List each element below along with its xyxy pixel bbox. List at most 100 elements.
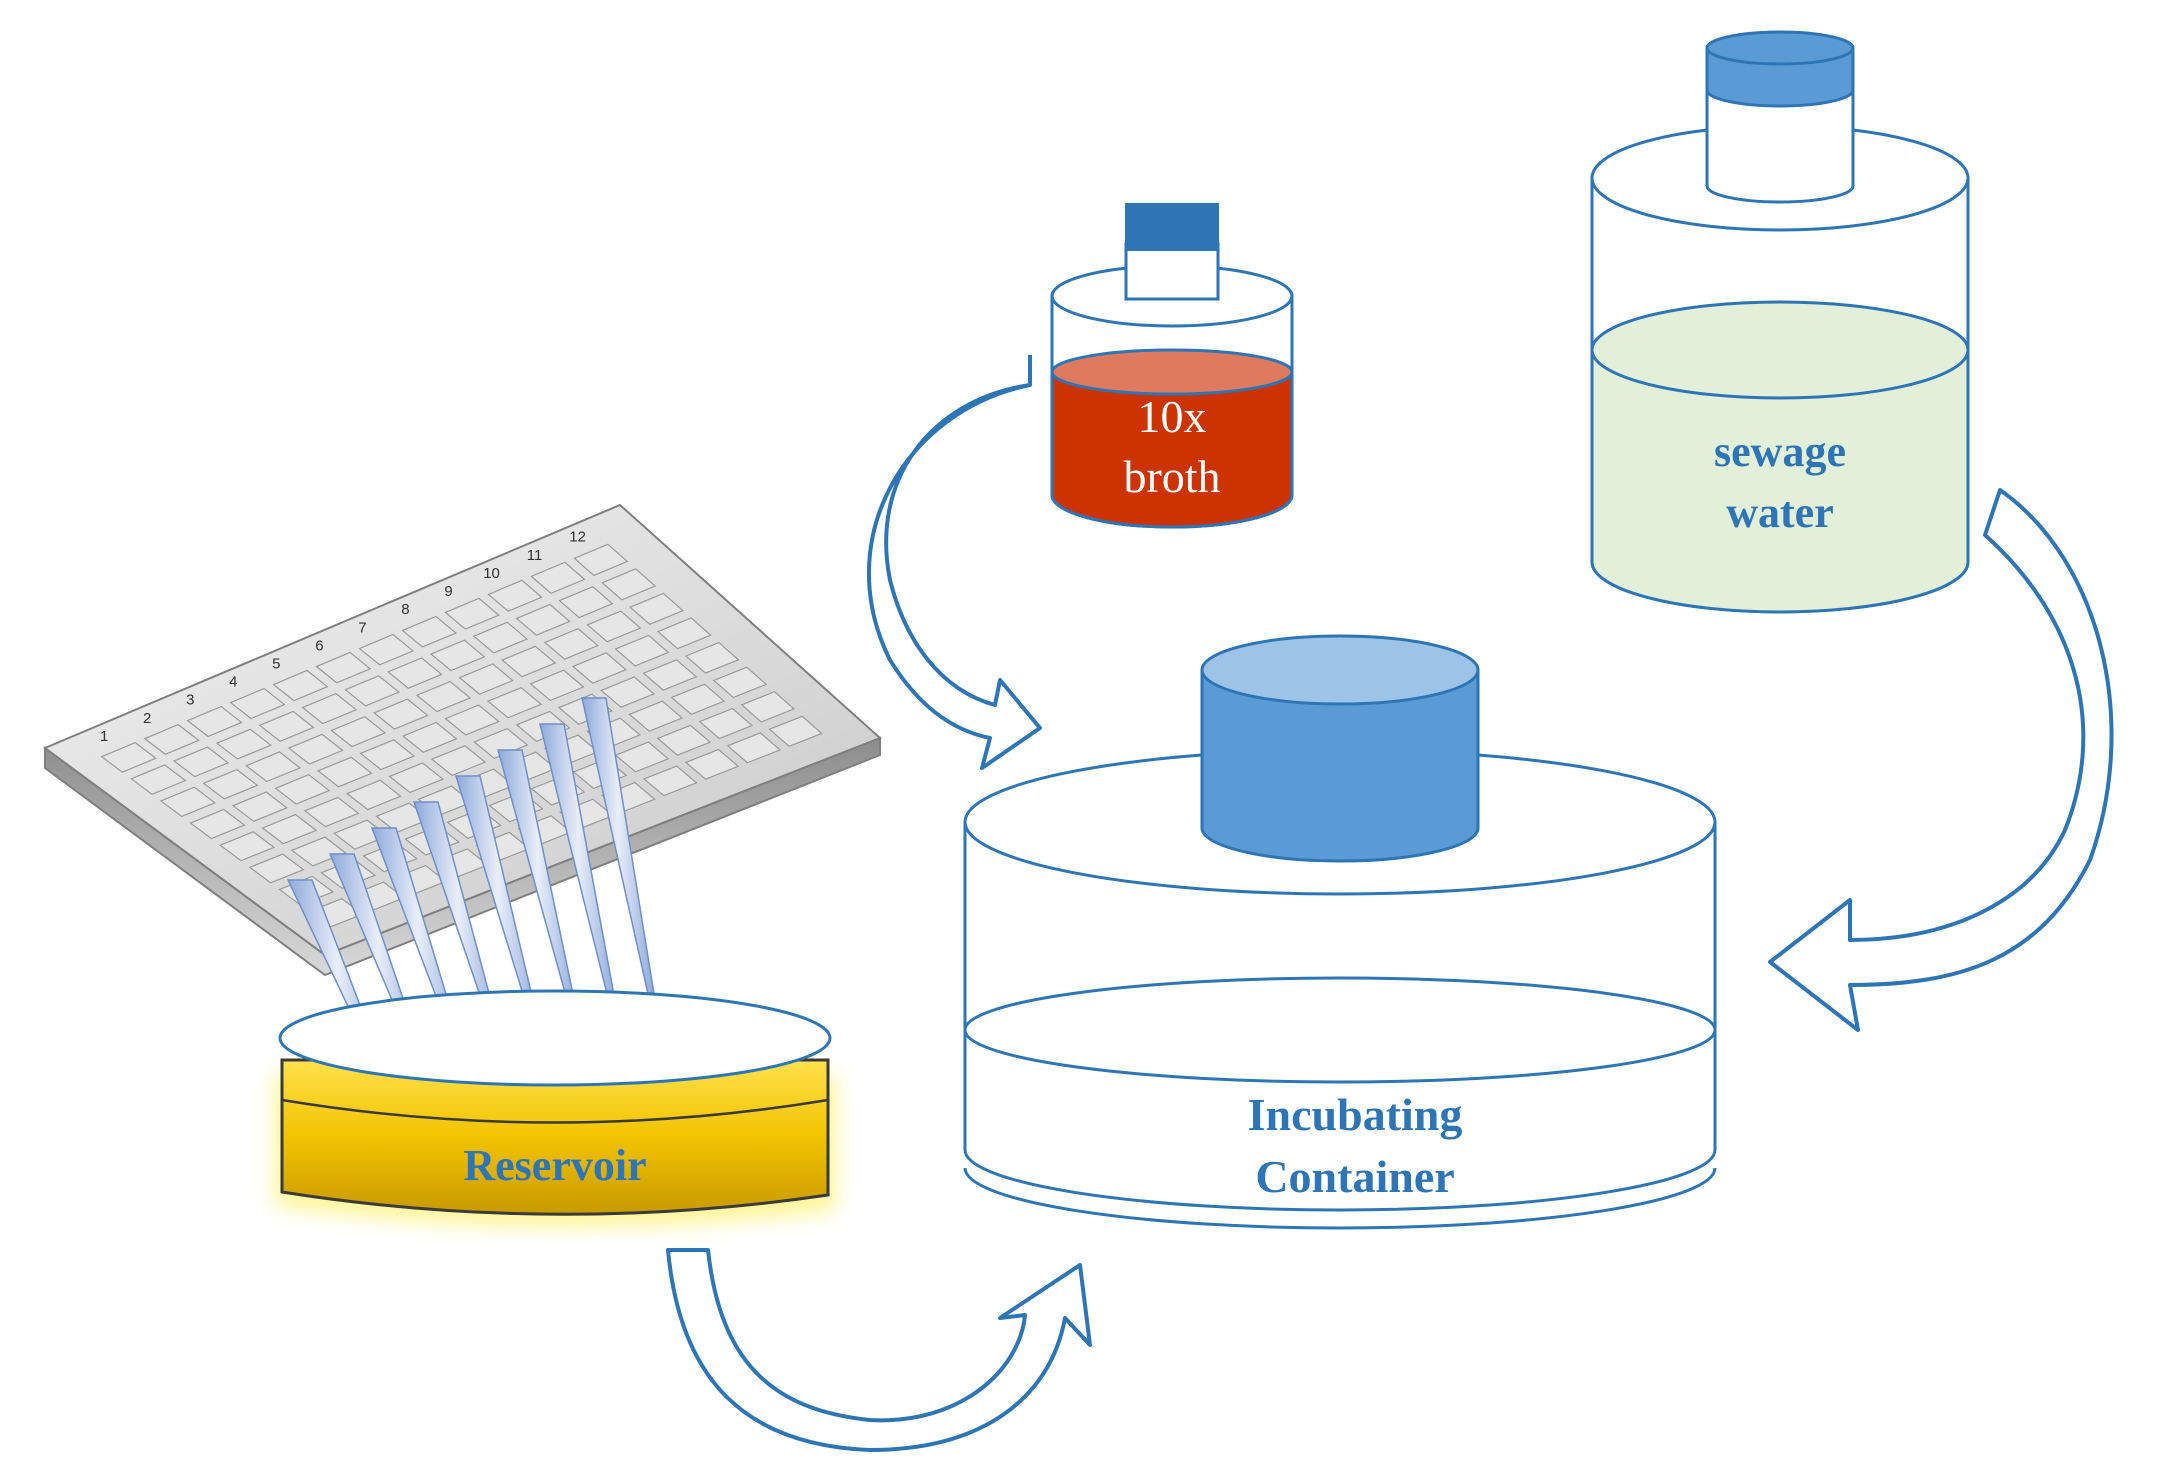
microplate-well xyxy=(529,669,585,702)
incubating-cap-body xyxy=(1200,668,1480,863)
microplate-well xyxy=(614,741,670,773)
microplate-well xyxy=(642,765,698,797)
microplate-well xyxy=(315,651,372,684)
microplate-well xyxy=(571,652,627,684)
incubating-container-body xyxy=(963,822,1717,1212)
broth-bottle-cap xyxy=(1125,203,1219,251)
sewage-bottle-cap-top xyxy=(1705,30,1855,66)
arrow-sewage-to-container xyxy=(1768,488,2114,1032)
microplate-column-label: 6 xyxy=(315,637,323,654)
incubating-cap-top xyxy=(1200,634,1480,706)
microplate-well xyxy=(229,687,286,720)
microplate-well xyxy=(316,756,373,788)
broth-bottle: 10x broth xyxy=(1050,203,1294,529)
microplate-well xyxy=(472,621,529,654)
microplate-well xyxy=(301,692,358,725)
broth-liquid xyxy=(1050,370,1294,529)
microplate-well xyxy=(344,675,401,707)
microplate-well xyxy=(430,745,487,777)
microplate-well xyxy=(768,715,823,748)
arrow-broth-to-container xyxy=(866,355,1042,770)
microplate-well xyxy=(189,808,246,840)
microplate-well xyxy=(261,813,318,845)
microplate-well xyxy=(387,657,443,689)
microplate-well xyxy=(515,603,571,636)
microplate-well xyxy=(656,617,712,650)
microplate-well xyxy=(698,707,754,740)
microplate-well xyxy=(258,710,315,742)
microplate-well xyxy=(429,639,486,672)
microplate-well xyxy=(487,579,543,612)
microplate-column-label: 3 xyxy=(186,692,194,709)
microplate-column-label: 11 xyxy=(527,547,543,564)
incubating-liquid-surface xyxy=(963,976,1717,1084)
sewage-liquid-surface xyxy=(1590,300,1970,400)
microplate-well xyxy=(172,746,230,778)
arrow-reservoir-to-container xyxy=(666,1248,1092,1452)
microplate-well xyxy=(601,568,657,601)
incubating-label-line1: Incubating xyxy=(1248,1089,1463,1140)
microplate-well xyxy=(186,705,243,738)
microplate-column-label: 4 xyxy=(229,674,237,691)
incubating-container: Incubating Container xyxy=(963,634,1717,1230)
microplate-well xyxy=(586,610,642,643)
reservoir-rim xyxy=(278,989,832,1087)
microplate-well xyxy=(501,645,557,678)
microplate-well xyxy=(202,768,259,800)
microplate-well xyxy=(558,585,614,619)
microplate-column-label: 5 xyxy=(272,655,280,672)
microplate-well xyxy=(303,796,360,828)
microplate-well xyxy=(444,704,500,736)
sewage-liquid xyxy=(1590,348,1970,614)
microplate-well xyxy=(330,716,387,748)
microplate-well xyxy=(740,691,796,723)
microplate-well xyxy=(401,615,458,648)
microplate-well xyxy=(346,779,402,811)
microplate-well xyxy=(543,627,599,660)
microplate-well xyxy=(628,700,684,732)
microplate-well xyxy=(642,659,698,691)
microplate-well xyxy=(215,728,272,760)
broth-bottle-neck xyxy=(1124,242,1220,301)
microplate-well xyxy=(388,762,444,794)
microplate-well xyxy=(272,669,329,702)
microplate-well xyxy=(530,561,586,595)
microplate-well xyxy=(290,836,347,867)
microplate-column-label: 8 xyxy=(401,601,409,618)
microplate-column-label: 2 xyxy=(143,710,151,727)
microplate-well xyxy=(573,543,629,577)
microplate-well xyxy=(401,721,458,753)
microplate-well xyxy=(287,733,344,765)
microplate-well xyxy=(231,791,288,822)
microplate-well xyxy=(458,663,514,695)
sewage-label-line1: sewage xyxy=(1714,427,1846,476)
microplate-column-label: 1 xyxy=(100,728,108,745)
microplate-well xyxy=(373,698,429,730)
incubating-label-line2: Container xyxy=(1255,1151,1454,1202)
microplate-well xyxy=(629,592,684,625)
microplate-well xyxy=(143,723,200,755)
microplate-well xyxy=(712,666,768,699)
microplate-well xyxy=(444,597,500,630)
microplate-column-label: 9 xyxy=(444,583,452,600)
microplate-well xyxy=(486,686,543,719)
reservoir-liquid-line xyxy=(281,1098,829,1124)
microplate-well xyxy=(684,641,740,674)
microplate-column-label: 10 xyxy=(483,565,500,582)
microplate-well xyxy=(684,748,740,780)
microplate-column-label: 7 xyxy=(358,619,366,636)
microplate-well xyxy=(274,773,331,805)
microplate-well xyxy=(670,683,726,716)
broth-liquid-surface xyxy=(1050,348,1294,396)
microplate-well xyxy=(415,680,472,713)
microplate-well xyxy=(358,633,415,666)
sewage-bottle-neck xyxy=(1705,90,1855,204)
broth-label-line2: broth xyxy=(1123,451,1220,502)
reservoir: Reservoir xyxy=(275,989,835,1227)
microplate-column-label: 12 xyxy=(569,529,586,546)
microplate-well xyxy=(726,732,782,764)
